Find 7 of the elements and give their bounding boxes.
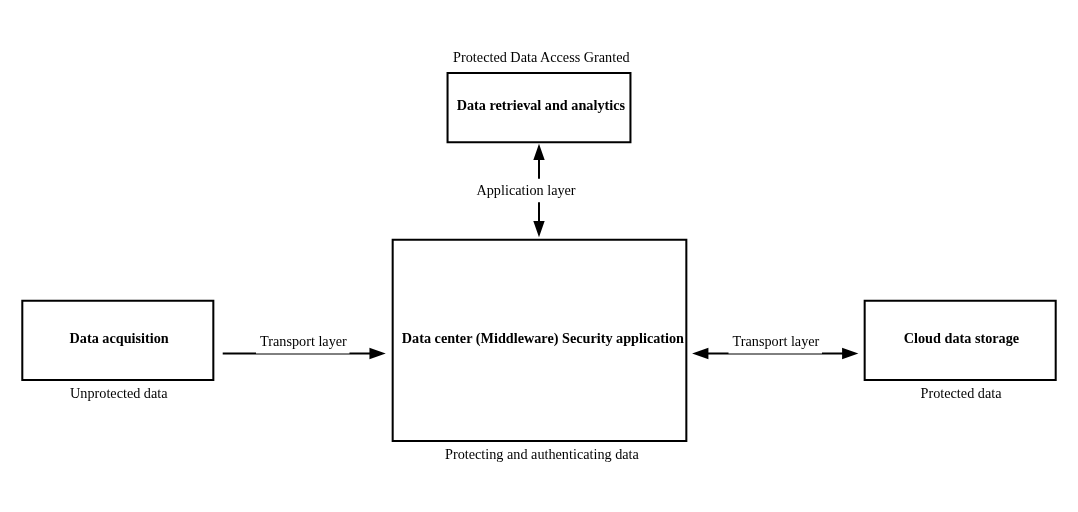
edge-label: Application layer (476, 181, 576, 198)
edge-label: Transport layer (732, 332, 820, 349)
edge-label: Transport layer (260, 332, 347, 349)
node-label: Unprotected data (70, 384, 168, 401)
node-label: Protected Data Access Granted (453, 48, 630, 65)
node-label: Protected data (920, 384, 1002, 401)
node-label: Protecting and authenticating data (445, 445, 639, 462)
